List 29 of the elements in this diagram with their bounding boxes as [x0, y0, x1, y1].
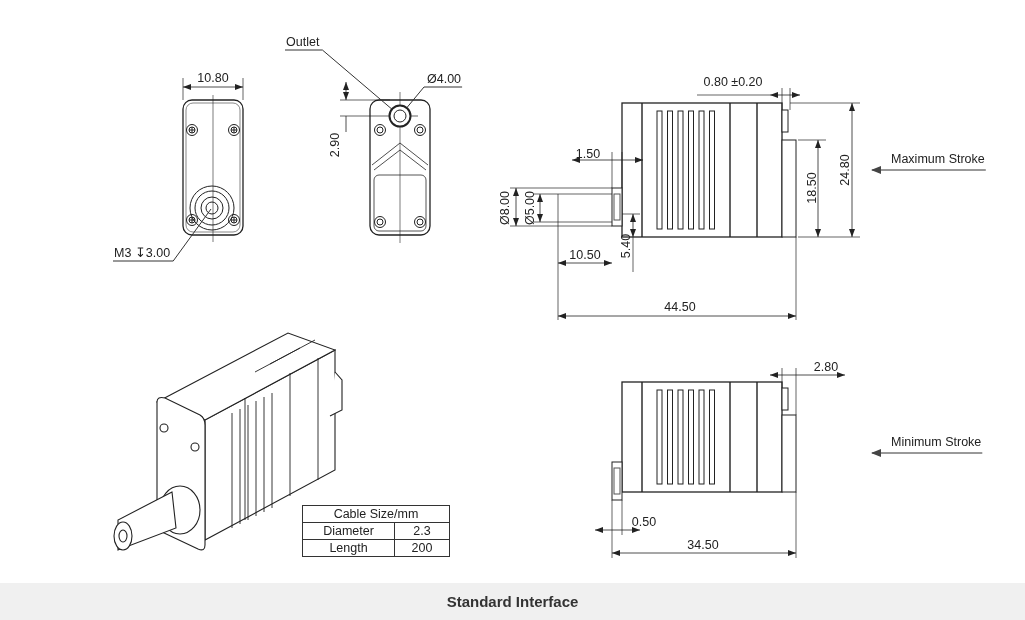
- callout-label: M3 ↧3.00: [113, 246, 172, 260]
- dimension-value: 34.50: [687, 538, 719, 552]
- arrow: [871, 449, 983, 457]
- dimension-value: 0.50: [631, 515, 657, 529]
- leader-line: [284, 49, 393, 110]
- outlet-hole: [388, 104, 412, 128]
- leader-line: [406, 86, 463, 108]
- callout-label: Maximum Stroke: [890, 152, 986, 166]
- dimension-value: 18.50: [805, 172, 819, 204]
- table-value: 200: [394, 539, 450, 557]
- callout-label: Ø4.00: [426, 72, 463, 86]
- dimension-value: Ø5.00: [523, 190, 537, 226]
- leader-line: [112, 208, 212, 262]
- dimension-value: 2.90: [328, 132, 342, 158]
- dimension-value: 10.80: [197, 71, 229, 85]
- dimension-value: 10.50: [569, 248, 601, 262]
- dimension-value: 44.50: [664, 300, 696, 314]
- dimension-value: 1.50: [575, 147, 601, 161]
- callout-label: Minimum Stroke: [890, 435, 983, 449]
- dimension-value: 0.80 ±0.20: [703, 75, 763, 89]
- caption: Standard Interface: [445, 593, 580, 610]
- dimension-value: 24.80: [838, 154, 852, 186]
- dimension-value: 5.40: [619, 233, 633, 259]
- table-header: Cable Size/mm: [302, 505, 450, 523]
- callout-label: Outlet: [285, 35, 321, 49]
- table-row-label: Length: [302, 539, 395, 557]
- arrow: [871, 166, 987, 174]
- dimension-value: 2.80: [813, 360, 839, 374]
- dimension-value: Ø8.00: [498, 190, 512, 226]
